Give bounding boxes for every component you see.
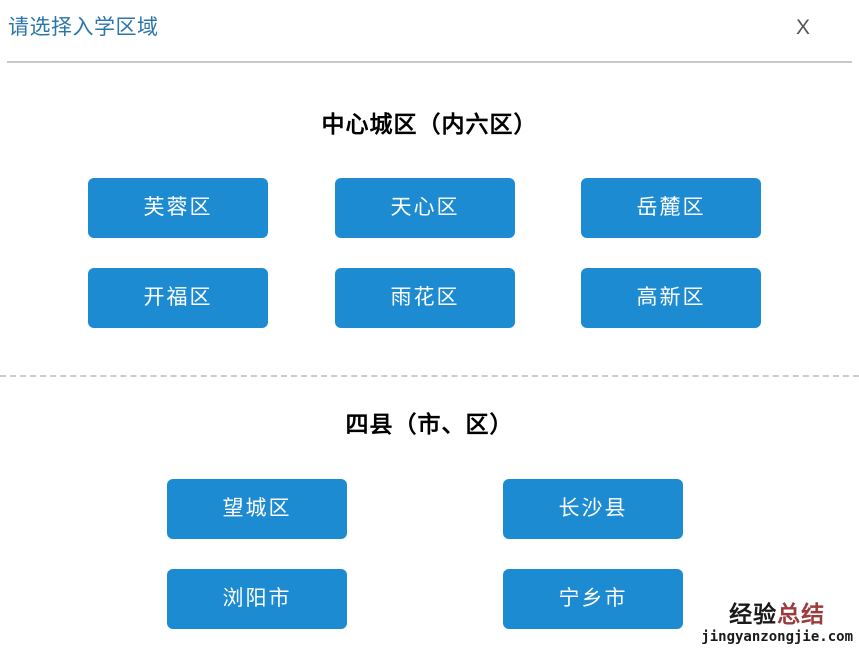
- page-title: 请选择入学区域: [8, 16, 159, 39]
- section-heading-central: 中心城区（内六区）: [321, 111, 538, 137]
- area-button-wangcheng[interactable]: 望城区: [167, 479, 347, 539]
- area-button-yuelu[interactable]: 岳麓区: [581, 178, 761, 238]
- area-button-furong[interactable]: 芙蓉区: [88, 178, 268, 238]
- area-button-ningxiang[interactable]: 宁乡市: [503, 569, 683, 629]
- watermark-url: jingyanzongjie.com: [701, 629, 853, 645]
- close-icon[interactable]: X: [795, 16, 810, 39]
- area-button-kaifu[interactable]: 开福区: [88, 268, 268, 328]
- watermark-brand-dark: 经验: [729, 602, 778, 628]
- section-divider: [0, 375, 859, 377]
- area-button-gaoxin[interactable]: 高新区: [581, 268, 761, 328]
- section-heading-counties: 四县（市、区）: [345, 411, 514, 437]
- watermark: 经验总结 jingyanzongjie.com: [701, 604, 853, 645]
- area-button-yuhua[interactable]: 雨花区: [335, 268, 515, 328]
- area-button-changshaxian[interactable]: 长沙县: [503, 479, 683, 539]
- header-divider: [7, 61, 852, 63]
- dialog-header: 请选择入学区域 X: [0, 0, 859, 63]
- watermark-brand-red: 总结: [777, 602, 826, 628]
- area-button-tianxin[interactable]: 天心区: [335, 178, 515, 238]
- watermark-brand: 经验总结: [701, 604, 853, 627]
- area-button-liuyang[interactable]: 浏阳市: [167, 569, 347, 629]
